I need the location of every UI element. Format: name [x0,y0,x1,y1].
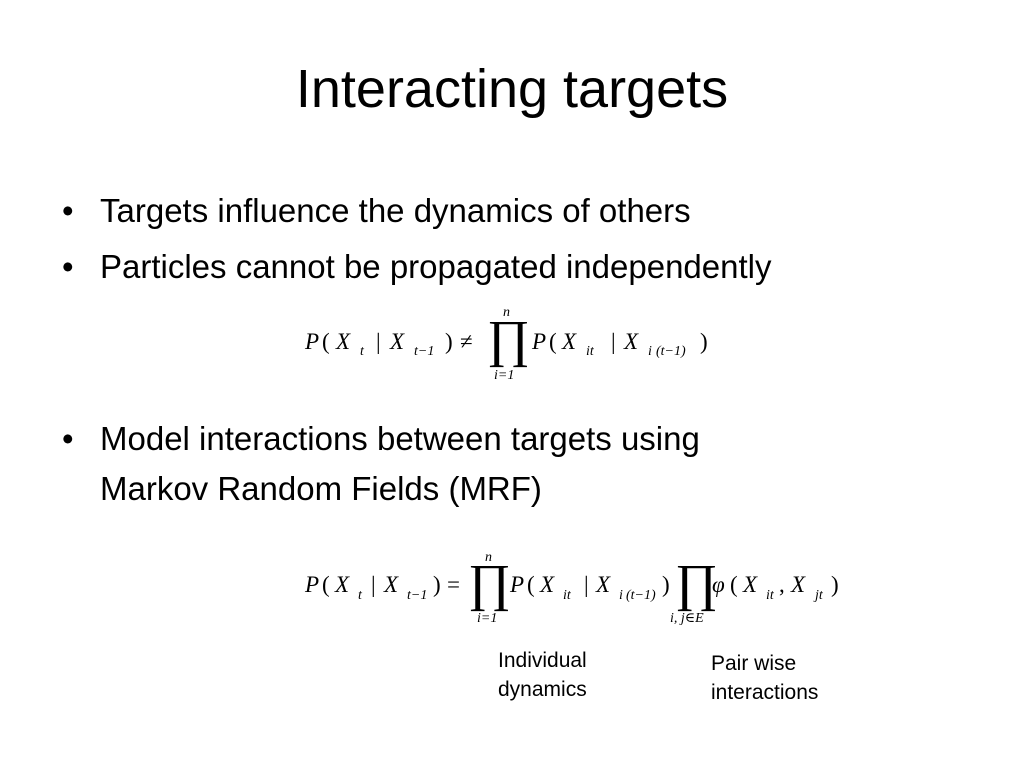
bullet-text-line: Markov Random Fields (MRF) [100,470,542,507]
eq-subscript: jt [815,588,823,603]
product-symbol: ∏ [468,555,511,612]
eq-limit: i=1 [477,611,498,626]
bullet-text: Model interactions between targets using… [100,414,700,514]
eq-symbol: P [510,572,525,597]
note-line: Pair wise [711,652,797,675]
bullet-dot: • [62,192,74,229]
bullet-text: Particles cannot be propagated independe… [100,248,772,285]
eq-symbol: ) [433,572,441,597]
note-line: Individual [498,649,587,672]
bullet-item: • Targets influence the dynamics of othe… [62,186,691,236]
eq-symbol: ( [730,572,738,597]
eq-symbol: X [390,329,405,354]
eq-subscript: (t−1) [626,588,656,603]
eq-symbol: ) [700,329,708,354]
eq-subscript: t [358,588,362,603]
eq-subscript: t [360,344,364,359]
bullet-dot: • [62,420,74,457]
eq-symbol: , [779,572,785,597]
eq-symbol: X [743,572,758,597]
eq-subscript: i [648,344,652,359]
eq-subscript: it [586,344,594,359]
eq-symbol: ≠ [460,329,473,354]
note-line: dynamics [498,678,587,701]
eq-symbol: X [336,329,351,354]
eq-symbol: X [335,572,350,597]
eq-symbol: X [624,329,639,354]
product-symbol: ∏ [487,311,530,368]
eq-symbol: ) [445,329,453,354]
eq-symbol: P [305,572,320,597]
bullet-item: • Model interactions between targets usi… [62,414,700,514]
individual-dynamics-note: Individual dynamics [498,646,587,704]
eq-symbol: = [447,572,460,597]
slide-title: Interacting targets [295,59,729,119]
eq-symbol: ( [549,329,557,354]
eq-symbol: X [791,572,806,597]
eq-symbol: | [611,329,616,354]
eq-subscript: it [766,588,774,603]
eq-limit: n [503,305,510,320]
eq-subscript: t−1 [407,588,428,603]
eq-symbol: ( [527,572,535,597]
eq-subscript: (t−1) [656,344,686,359]
eq-symbol: | [371,572,376,597]
eq-symbol: P [532,329,547,354]
note-line: interactions [711,681,819,704]
eq-symbol: X [562,329,577,354]
eq-symbol: | [376,329,381,354]
eq-symbol: P [305,329,320,354]
eq-symbol: ( [322,329,330,354]
bullet-item: • Particles cannot be propagated indepen… [62,242,772,292]
bullet-dot: • [62,248,74,285]
eq-symbol: φ [712,572,725,597]
eq-symbol: X [540,572,555,597]
bullet-text-line: Model interactions between targets using [100,420,700,457]
eq-limit: i, j∈E [670,611,704,626]
product-symbol: ∏ [675,555,718,612]
eq-subscript: i [619,588,623,603]
eq-subscript: it [563,588,571,603]
eq-subscript: t−1 [414,344,435,359]
eq-symbol: ) [831,572,839,597]
eq-symbol: | [584,572,589,597]
eq-symbol: X [596,572,611,597]
eq-symbol: ) [662,572,670,597]
eq-limit: i=1 [494,368,515,383]
eq-symbol: ( [322,572,330,597]
eq-limit: n [485,550,492,565]
eq-symbol: X [384,572,399,597]
bullet-text: Targets influence the dynamics of others [100,192,691,229]
pairwise-interactions-note: Pair wise interactions [711,649,818,707]
